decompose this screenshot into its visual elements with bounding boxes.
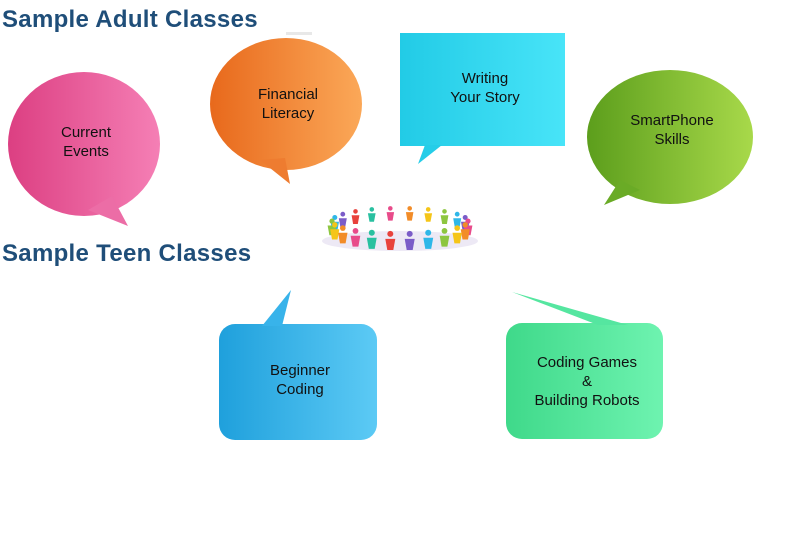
current-events-bubble: [8, 72, 160, 226]
heading-underline-decoration: [286, 32, 312, 35]
adult-classes-heading: Sample Adult Classes: [2, 6, 258, 33]
person-figure: [405, 206, 414, 221]
smartphone-skills-line1: SmartPhone: [630, 112, 714, 129]
person-figure: [452, 225, 462, 244]
person-figure: [330, 222, 340, 240]
person-figure: [386, 206, 395, 221]
beginner-coding-line2: Coding: [276, 381, 324, 398]
coding-games-line3: Building Robots: [534, 391, 640, 409]
person-figure: [367, 207, 376, 222]
person-figure: [424, 207, 433, 222]
person-figure: [351, 209, 360, 224]
person-figure: [366, 229, 377, 249]
coding-games-bubble: [506, 292, 663, 439]
person-figure: [439, 228, 450, 247]
teen-classes-heading: Sample Teen Classes: [2, 240, 252, 267]
coding-games-line1: Coding Games: [536, 353, 638, 371]
person-figure: [423, 229, 434, 249]
beginner-coding-line1: Beginner: [269, 362, 331, 379]
smartphone-skills-bubble: [587, 70, 753, 205]
current-events-line1: Current: [60, 124, 112, 141]
current-events-line2: Events: [63, 143, 109, 160]
person-figure: [453, 211, 462, 228]
person-figure: [440, 209, 449, 224]
writing-your-story-bubble: [400, 33, 565, 164]
coding-games-label: Coding Games&Building Robots: [514, 350, 660, 412]
person-figure: [350, 228, 361, 247]
beginner-coding-bubble: [219, 290, 377, 440]
writing-your-story-line2: Your Story: [450, 89, 520, 106]
person-figure: [460, 222, 470, 240]
person-figure: [338, 211, 347, 228]
financial-literacy-line2: Literacy: [261, 105, 315, 122]
coding-games-line2: &: [581, 372, 592, 390]
writing-your-story-line1: Writing: [461, 70, 509, 87]
person-figure: [404, 230, 415, 250]
smartphone-skills-line2: Skills: [654, 131, 690, 148]
person-figure: [338, 225, 348, 244]
financial-literacy-bubble: [210, 38, 362, 184]
financial-literacy-line1: Financial: [257, 86, 319, 103]
people-circle-icon: [322, 206, 478, 251]
person-figure: [385, 230, 396, 250]
